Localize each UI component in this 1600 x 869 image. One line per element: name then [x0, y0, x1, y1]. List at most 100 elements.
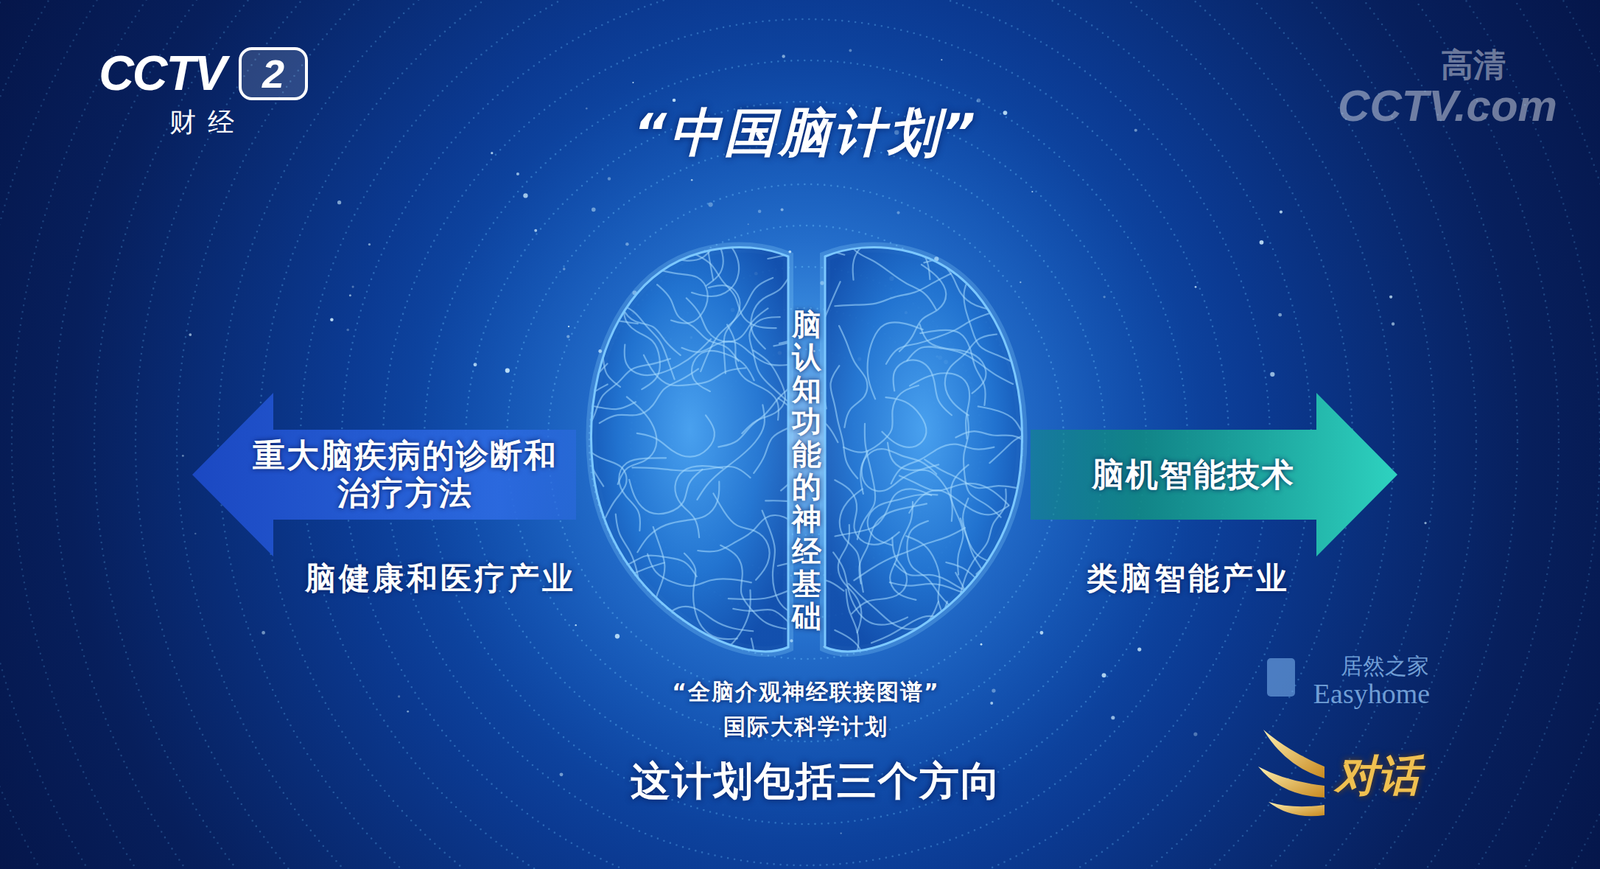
gyrus [691, 219, 739, 297]
hemisphere-outline [591, 246, 789, 651]
sparkle [976, 97, 981, 102]
gyrus [573, 190, 658, 249]
ring [94, 0, 1518, 869]
ring [176, 0, 1435, 869]
gyrus [893, 359, 952, 415]
gyrus [834, 629, 862, 722]
sparkle [991, 688, 996, 692]
sparkle [1134, 128, 1138, 132]
sparkle [566, 335, 570, 339]
sparkle [781, 54, 785, 58]
arrow-body [192, 392, 577, 557]
gyrus [682, 341, 790, 365]
sparkle [559, 772, 564, 776]
gyrus [858, 503, 927, 583]
sparkle [1110, 715, 1115, 719]
title: “中国脑计划” [633, 103, 979, 163]
gyrus [881, 397, 926, 448]
gyrus [547, 354, 636, 409]
gyrus [830, 365, 858, 479]
gyrus [993, 577, 1041, 655]
sparkle [261, 630, 266, 635]
industry-label: 脑健康和医疗产业 [304, 560, 577, 596]
gyrus [935, 239, 1012, 324]
gyrus [594, 609, 703, 650]
sparkle [980, 643, 983, 646]
sparkle [848, 48, 852, 52]
gyrus [844, 234, 937, 310]
gyrus [906, 520, 954, 609]
channel-logo: CCTV [98, 45, 226, 102]
sparkle [1391, 321, 1395, 325]
gyrus [637, 414, 715, 456]
sparkle [1003, 110, 1008, 115]
gyrus [899, 475, 1009, 505]
sparkle [1103, 295, 1106, 298]
sparkle [406, 710, 409, 713]
gyrus [923, 227, 1032, 263]
sparkle [346, 328, 350, 332]
sparkle [1137, 646, 1142, 651]
sparkle [1031, 190, 1033, 193]
sparkle [1389, 295, 1393, 299]
sparkle [1269, 372, 1275, 377]
sparkle [473, 362, 478, 367]
sparkle [607, 176, 611, 180]
gyrus [599, 368, 699, 423]
gyrus [643, 355, 746, 386]
sponsor-logo: 居然之家 [1340, 653, 1430, 680]
sparkle [181, 454, 185, 457]
hemisphere-glow [825, 246, 1023, 651]
sparkle [368, 243, 371, 246]
hemisphere [825, 246, 1023, 651]
gyrus [976, 548, 1048, 592]
sparkle [397, 694, 400, 697]
sparkle [567, 325, 570, 328]
sparkle [940, 58, 943, 61]
sparkle [632, 81, 634, 84]
sparkle [990, 701, 994, 705]
sparkle [1193, 732, 1198, 736]
gyrus [632, 466, 750, 478]
watermark: 高清 [1440, 46, 1506, 84]
project-type: 国际大科学计划 [723, 713, 889, 740]
gyrus [644, 222, 751, 264]
gyrus [643, 655, 756, 680]
sparkle [188, 332, 192, 336]
gyrus [713, 492, 770, 580]
sparkle [1423, 521, 1427, 524]
sparkle [1278, 313, 1282, 317]
gyrus [766, 185, 845, 255]
sparkle [690, 179, 694, 182]
gyrus [871, 601, 948, 681]
gyrus [1006, 244, 1086, 322]
gyrus [997, 570, 1072, 650]
caption: 这计划包括三个方向 [630, 758, 1002, 804]
gyrus [686, 297, 769, 342]
hemisphere-glow [591, 246, 789, 651]
gyrus [963, 414, 1002, 518]
gyrus [674, 465, 723, 538]
gyrus [720, 545, 786, 629]
gyrus [839, 325, 868, 428]
gyrus [909, 372, 970, 439]
sparkle [747, 223, 750, 225]
sparkle [585, 107, 588, 110]
gyrus [691, 350, 755, 392]
sparkle [505, 368, 510, 373]
sparkle [615, 633, 620, 638]
sparkle [591, 207, 596, 213]
sparkle [337, 200, 342, 205]
sparkle [562, 267, 566, 271]
wing [1268, 801, 1325, 816]
gyrus [629, 469, 703, 514]
gyrus [700, 277, 773, 372]
sparkle [780, 208, 784, 212]
left-arrow: 重大脑疾病的诊断和 治疗方法脑健康和医疗产业 [192, 392, 577, 599]
